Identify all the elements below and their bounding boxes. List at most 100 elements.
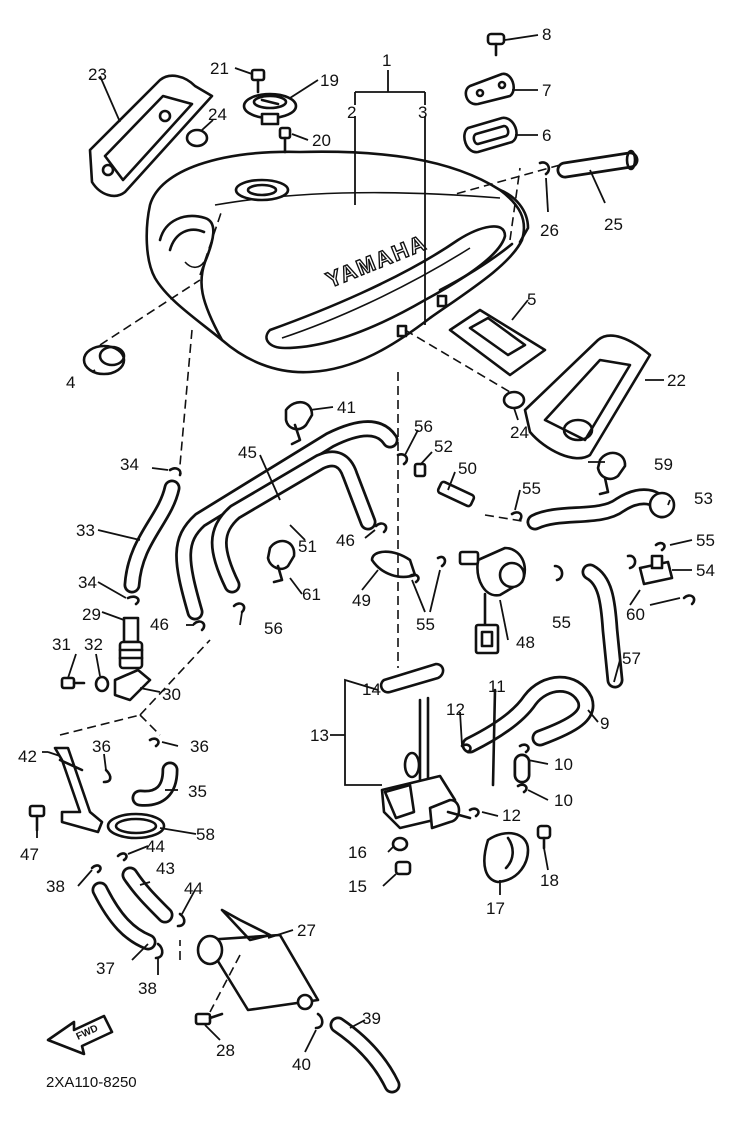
hose-39	[329, 1016, 401, 1094]
part-label-44a: 44	[146, 837, 165, 856]
part-label-3: 3	[418, 103, 427, 122]
part-label-53: 53	[694, 489, 713, 508]
hose-53	[526, 488, 676, 531]
part-label-6: 6	[542, 126, 551, 145]
clamp-41	[284, 401, 314, 446]
joint-54	[638, 554, 674, 586]
part-label-18: 18	[540, 871, 559, 890]
damper-24-lower	[502, 390, 526, 410]
part-label-55a: 55	[522, 479, 541, 498]
part-label-19: 19	[320, 71, 339, 90]
hose-43	[121, 866, 174, 924]
part-label-36b: 36	[190, 737, 209, 756]
part-label-58: 58	[196, 825, 215, 844]
part-label-39: 39	[362, 1009, 381, 1028]
collar-32	[94, 675, 110, 693]
part-label-38a: 38	[46, 877, 65, 896]
part-labels: 1 2 3 4 5 6 7 8 9 10 10 11 12 12 13 14 1…	[18, 25, 715, 1074]
part-label-56a: 56	[414, 417, 433, 436]
part-label-33: 33	[76, 521, 95, 540]
part-label-52: 52	[434, 437, 453, 456]
bolt-21	[250, 68, 266, 94]
clamp-61	[266, 539, 296, 584]
part-label-48: 48	[516, 633, 535, 652]
part-label-17: 17	[486, 899, 505, 918]
part-label-16: 16	[348, 843, 367, 862]
clip-26	[538, 161, 551, 176]
part-label-10a: 10	[554, 755, 573, 774]
bracket-5	[448, 308, 547, 377]
joint-52	[413, 462, 427, 478]
part-label-23: 23	[88, 65, 107, 84]
part-label-24b: 24	[510, 423, 529, 442]
fuel-cap	[242, 92, 298, 126]
bolt-8	[486, 32, 506, 57]
part-label-25: 25	[604, 215, 623, 234]
part-label-11: 11	[488, 677, 506, 696]
part-label-30: 30	[162, 685, 181, 704]
part-label-42: 42	[18, 747, 37, 766]
clamp-59	[596, 451, 627, 496]
part-label-44b: 44	[184, 879, 203, 898]
hose-9	[461, 675, 595, 754]
part-label-9: 9	[600, 714, 609, 733]
leader-lines	[36, 34, 693, 1053]
part-label-27: 27	[297, 921, 316, 940]
part-label-54: 54	[696, 561, 715, 580]
bracket-30	[113, 668, 152, 702]
bolt-28	[194, 1012, 224, 1026]
part-label-36a: 36	[92, 737, 111, 756]
part-label-55c: 55	[552, 613, 571, 632]
part-label-34b: 34	[78, 573, 97, 592]
pipe-50	[436, 480, 476, 508]
part-label-46b: 46	[150, 615, 169, 634]
part-label-34a: 34	[120, 455, 139, 474]
part-label-5: 5	[527, 290, 536, 309]
part-label-45: 45	[238, 443, 257, 462]
part-label-38b: 38	[138, 979, 157, 998]
part-label-2: 2	[347, 103, 356, 122]
part-label-13: 13	[310, 726, 329, 745]
fuel-cock-13	[380, 688, 497, 830]
side-cover-right	[523, 334, 652, 460]
part-label-31: 31	[52, 635, 71, 654]
part-label-57: 57	[622, 649, 641, 668]
part-label-1: 1	[382, 51, 391, 70]
part-label-12b: 12	[502, 806, 521, 825]
part-label-41: 41	[337, 398, 356, 417]
part-label-47: 47	[20, 845, 39, 864]
part-label-29: 29	[82, 605, 101, 624]
part-label-22: 22	[667, 371, 686, 390]
part-label-26: 26	[540, 221, 559, 240]
part-label-37: 37	[96, 959, 115, 978]
part-label-50: 50	[458, 459, 477, 478]
plate-7	[464, 72, 515, 106]
screw-15	[394, 860, 412, 876]
part-label-49: 49	[352, 591, 371, 610]
part-label-55d: 55	[416, 615, 435, 634]
cover-17	[483, 831, 530, 884]
part-label-4: 4	[66, 373, 75, 392]
hose-35	[131, 761, 179, 807]
part-label-14: 14	[362, 680, 381, 699]
grommet-6	[463, 116, 518, 154]
packing-14	[379, 662, 445, 694]
part-label-55b: 55	[696, 531, 715, 550]
part-label-10b: 10	[554, 791, 573, 810]
part-label-51: 51	[298, 537, 317, 556]
breather-pipe-25	[556, 149, 639, 179]
hose-45	[175, 420, 399, 621]
band-58	[106, 812, 166, 840]
part-label-61: 61	[302, 585, 321, 604]
part-label-56b: 56	[264, 619, 283, 638]
screw-18	[536, 824, 552, 850]
part-label-40: 40	[292, 1055, 311, 1074]
fwd-arrow: FWD	[46, 1014, 114, 1056]
hose-57	[581, 563, 624, 689]
part-label-60: 60	[626, 605, 645, 624]
bracket-42	[53, 746, 104, 834]
bolt-20	[278, 126, 292, 154]
gasket-16	[391, 836, 409, 852]
